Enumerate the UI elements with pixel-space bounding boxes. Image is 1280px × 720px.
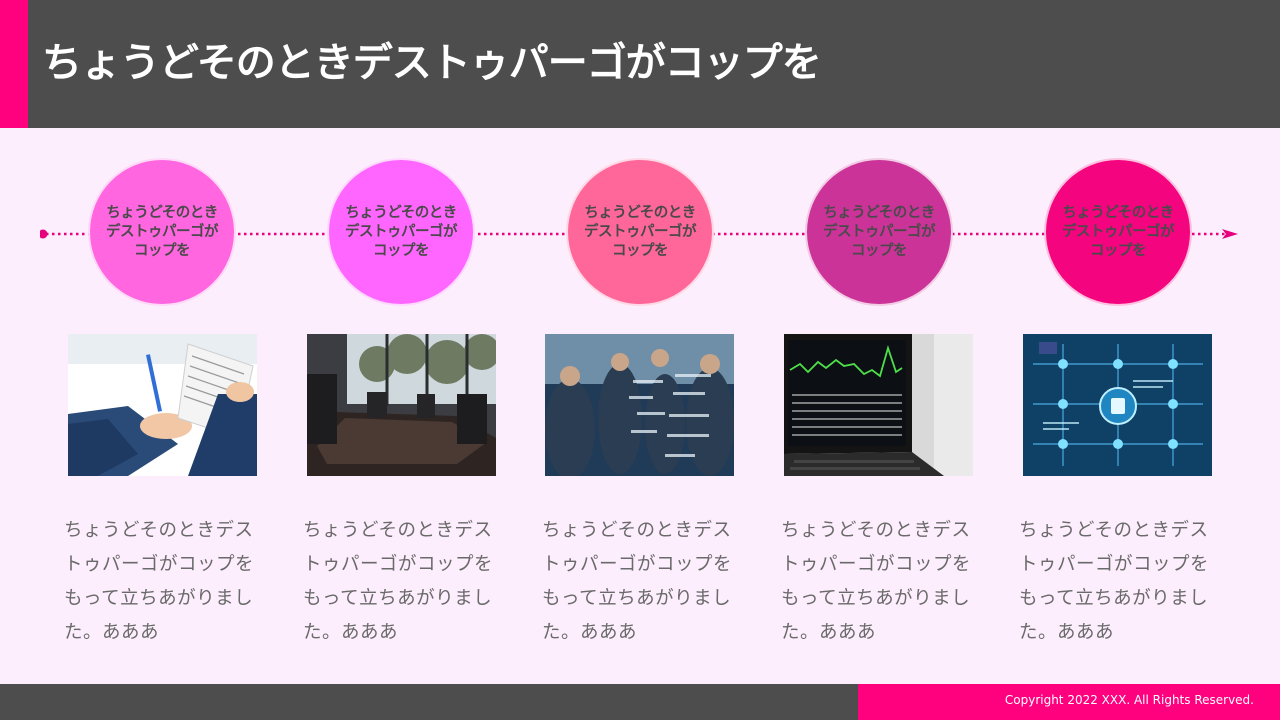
step-description-4: ちょうどそのときデストゥパーゴがコップをもって立ちあがりました。あああ	[781, 520, 972, 643]
step-description-1: ちょうどそのときデストゥパーゴがコップをもって立ちあがりました。あああ	[64, 520, 255, 643]
step-circle-4: ちょうどそのときデストゥパーゴがコップを	[805, 158, 953, 306]
laptop-stock-chart-photo	[784, 334, 973, 476]
step-description-5: ちょうどそのときデストゥパーゴがコップをもって立ちあがりました。あああ	[1019, 520, 1210, 643]
timeline-arrow	[40, 226, 1240, 242]
step-circle-1: ちょうどそのときデストゥパーゴがコップを	[88, 158, 236, 306]
step-label-2: ちょうどそのときデストゥパーゴがコップを	[345, 204, 458, 259]
page-title: ちょうどそのときデストゥパーゴがコップを	[42, 40, 822, 86]
header-accent-bar	[0, 0, 28, 128]
step-description-2: ちょうどそのときデストゥパーゴがコップをもって立ちあがりました。あああ	[303, 520, 494, 643]
step-label-1: ちょうどそのときデストゥパーゴがコップを	[106, 204, 219, 259]
step-description-3: ちょうどそのときデストゥパーゴがコップをもって立ちあがりました。あああ	[542, 520, 733, 643]
footer-accent-bar	[858, 684, 1280, 720]
step-label-5: ちょうどそのときデストゥパーゴがコップを	[1062, 204, 1175, 259]
business-team-photo	[545, 334, 734, 476]
step-circle-2: ちょうどそのときデストゥパーゴがコップを	[327, 158, 475, 306]
step-label-4: ちょうどそのときデストゥパーゴがコップを	[823, 204, 936, 259]
step-circle-5: ちょうどそのときデストゥパーゴがコップを	[1044, 158, 1192, 306]
business-contract-photo	[68, 334, 257, 476]
header-bar	[0, 0, 1280, 128]
copyright-text: Copyright 2022 XXX. All Rights Reserved.	[1004, 693, 1254, 707]
step-label-3: ちょうどそのときデストゥパーゴがコップを	[584, 204, 697, 259]
conference-room-photo	[307, 334, 496, 476]
digital-network-photo	[1023, 334, 1212, 476]
step-circle-3: ちょうどそのときデストゥパーゴがコップを	[566, 158, 714, 306]
